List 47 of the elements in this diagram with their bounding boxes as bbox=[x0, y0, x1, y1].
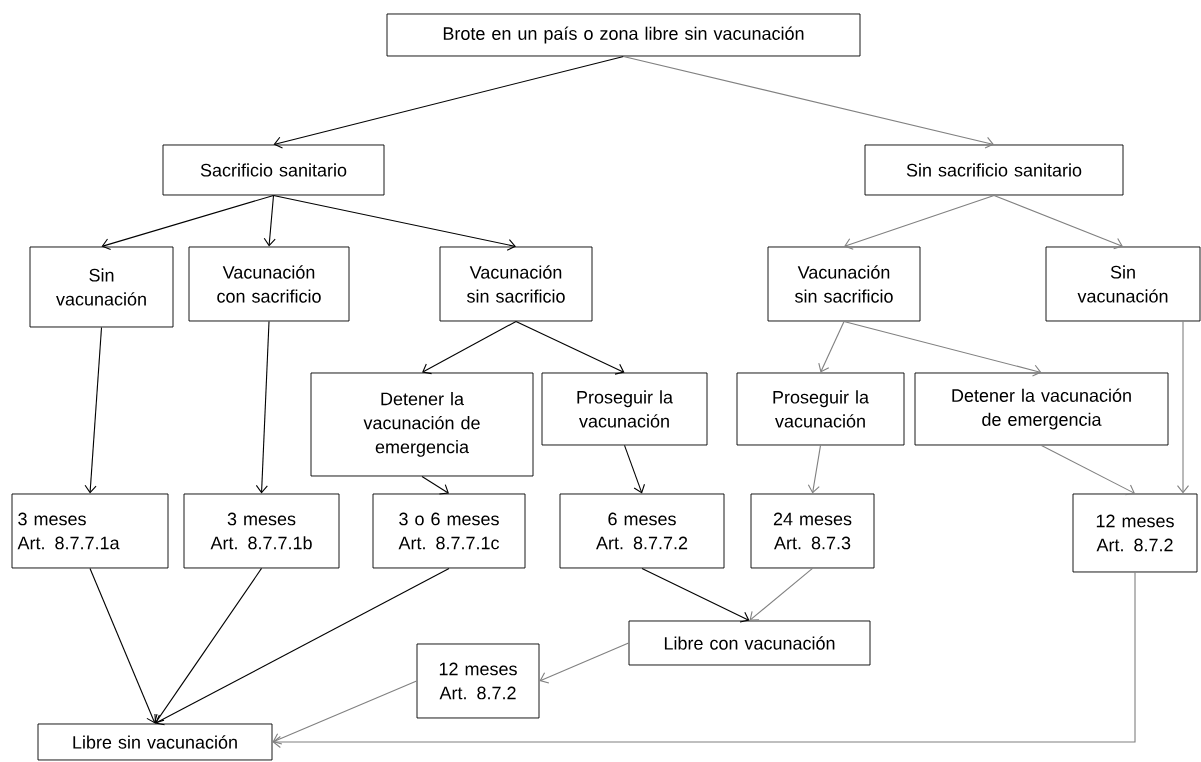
process-box: 3 meses Art. 8.7.7.1b bbox=[183, 493, 340, 569]
process-box: Libre con vacunación bbox=[628, 620, 871, 666]
process-box: 6 meses Art. 8.7.7.2 bbox=[559, 493, 725, 569]
arrow bbox=[263, 194, 276, 247]
process-box: Sin sacrificio sanitario bbox=[864, 144, 1124, 196]
arrow bbox=[84, 326, 103, 494]
arrow bbox=[155, 567, 450, 726]
arrow bbox=[818, 320, 845, 373]
arrow bbox=[993, 194, 1123, 250]
process-box: Sacrificio sanitario bbox=[162, 144, 385, 196]
arrow bbox=[272, 680, 418, 745]
arrow bbox=[101, 194, 275, 251]
arrow bbox=[1040, 444, 1135, 496]
process-box: Detener la vacunación de emergencia bbox=[310, 372, 534, 477]
process-box: 12 meses Art. 8.7.2 bbox=[1072, 493, 1198, 573]
arrow bbox=[539, 642, 630, 684]
arrow bbox=[255, 320, 270, 494]
process-box: 3 o 6 meses Art. 8.7.7.1c bbox=[372, 493, 526, 569]
arrow bbox=[272, 194, 516, 251]
process-box: Sin vacunación bbox=[1045, 246, 1201, 322]
arrow bbox=[1176, 320, 1190, 494]
arrow bbox=[749, 567, 814, 621]
arrow bbox=[422, 320, 517, 375]
process-box: Brote en un país o zona libre sin vacunación bbox=[386, 13, 861, 57]
process-box: Vacunación sin sacrificio bbox=[767, 246, 921, 322]
arrow bbox=[273, 55, 625, 149]
process-box: 3 meses Art. 8.7.7.1a bbox=[11, 493, 169, 569]
process-box: Vacunación sin sacrificio bbox=[439, 246, 593, 322]
process-box: 12 meses Art. 8.7.2 bbox=[416, 643, 540, 719]
arrow bbox=[807, 444, 822, 494]
process-box: Detener la vacunación de emergencia bbox=[914, 372, 1169, 446]
arrow bbox=[622, 55, 994, 149]
arrow bbox=[515, 320, 625, 375]
process-box: Proseguir la vacunación bbox=[541, 372, 708, 446]
process-box: Proseguir la vacunación bbox=[736, 372, 905, 446]
arrow bbox=[272, 571, 1136, 749]
arrow bbox=[623, 444, 646, 494]
process-box: Vacunación con sacrificio bbox=[188, 246, 350, 322]
process-box: 24 meses Art. 8.7.3 bbox=[750, 493, 875, 569]
arrow bbox=[154, 567, 263, 724]
arrow bbox=[89, 567, 158, 724]
arrow bbox=[421, 475, 449, 495]
process-box: Libre sin vacunación bbox=[37, 723, 273, 761]
arrow bbox=[844, 194, 995, 250]
arrow bbox=[843, 320, 1042, 377]
arrow bbox=[641, 567, 750, 623]
process-box: Sin vacunación bbox=[29, 246, 174, 328]
